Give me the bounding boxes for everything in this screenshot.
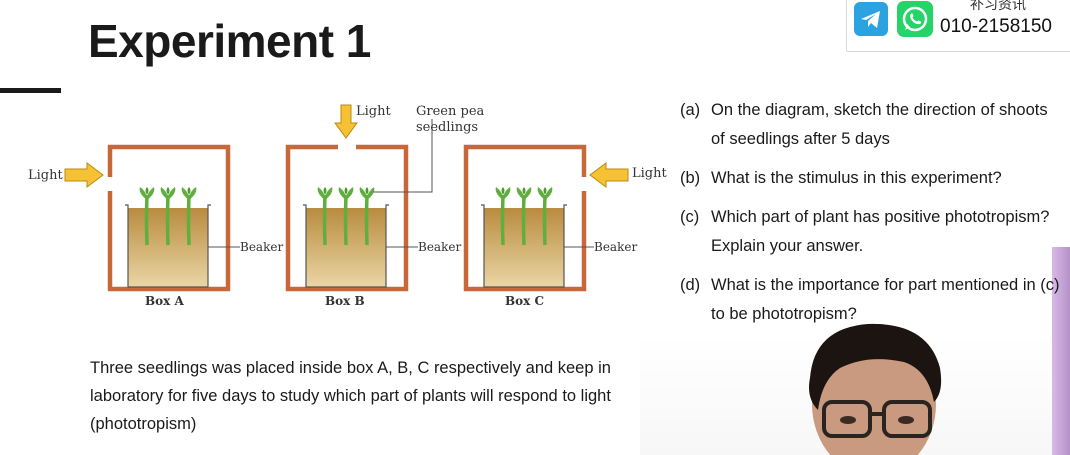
- experiment-description: Three seedlings was placed inside box A,…: [90, 359, 611, 433]
- whatsapp-icon[interactable]: [896, 0, 934, 38]
- question-list: (a) On the diagram, sketch the direction…: [680, 96, 1065, 339]
- title-underline: [0, 88, 61, 93]
- box-label-c: Box C: [505, 294, 544, 308]
- question-letter: (b): [680, 169, 701, 187]
- contact-chinese-text: 补习资讯: [970, 0, 1026, 13]
- presenter-webcam: [809, 323, 942, 455]
- light-label-top: Light: [356, 104, 391, 119]
- box-a: [107, 144, 240, 292]
- beaker-label-c: Beaker: [594, 240, 637, 254]
- contact-phone: 010-2158150: [940, 16, 1052, 37]
- experiment-diagram: Light Light Light Green pea seedlings Be…: [28, 104, 667, 308]
- light-label-left: Light: [28, 168, 63, 183]
- question-text: On the diagram, sketch the direction of …: [711, 101, 1048, 148]
- light-arrow-top: [334, 104, 358, 139]
- beaker-label-b: Beaker: [418, 240, 461, 254]
- beaker-label-a: Beaker: [240, 240, 283, 254]
- question-c: (c) Which part of plant has positive pho…: [680, 203, 1065, 261]
- purple-edge-strip: [1052, 247, 1070, 455]
- question-letter: (a): [680, 101, 701, 119]
- telegram-icon[interactable]: [854, 2, 888, 36]
- question-text: What is the stimulus in this experiment?: [711, 169, 1002, 187]
- question-letter: (c): [680, 208, 700, 226]
- light-label-right: Light: [632, 166, 667, 181]
- green-pea-label-line2: seedlings: [416, 120, 478, 135]
- page-title: Experiment 1: [88, 15, 371, 67]
- green-pea-label-line1: Green pea: [416, 104, 485, 119]
- question-a: (a) On the diagram, sketch the direction…: [680, 96, 1065, 154]
- box-label-b: Box B: [325, 294, 365, 308]
- box-b: [285, 119, 433, 292]
- question-text: Which part of plant has positive phototr…: [711, 208, 1050, 255]
- question-b: (b) What is the stimulus in this experim…: [680, 164, 1065, 193]
- question-letter: (d): [680, 276, 701, 294]
- question-text: What is the importance for part mentione…: [711, 276, 1060, 323]
- box-c: [463, 144, 594, 292]
- box-label-a: Box A: [145, 294, 184, 308]
- question-d: (d) What is the importance for part ment…: [680, 271, 1065, 329]
- light-arrow-right: [589, 162, 629, 188]
- light-arrow-left: [64, 162, 104, 188]
